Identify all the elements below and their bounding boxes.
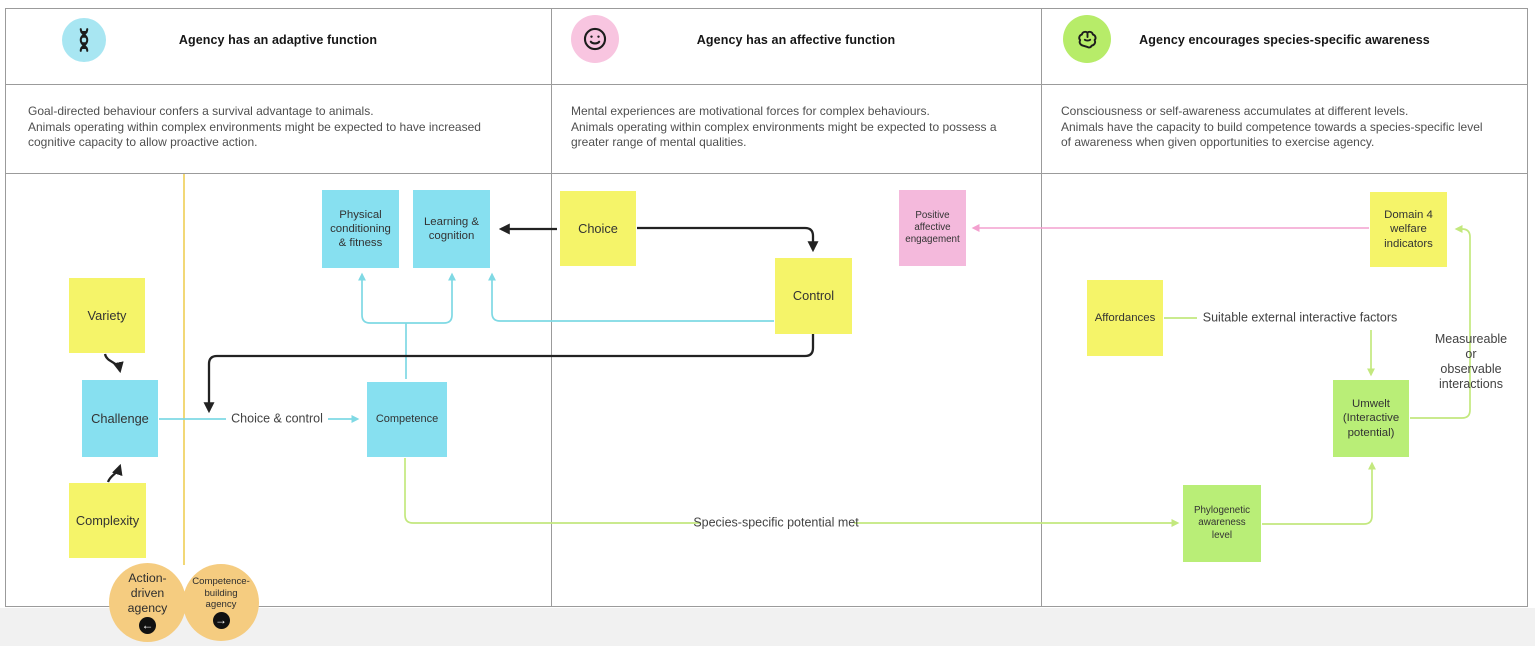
note-affordances[interactable]: Affordances <box>1087 280 1163 356</box>
note-choice[interactable]: Choice <box>560 191 636 266</box>
column-divider-2 <box>1041 8 1042 607</box>
note-competence[interactable]: Competence <box>367 382 447 457</box>
description-row-divider <box>5 173 1528 174</box>
badge-competence-building-label: Competence- building agency <box>192 575 250 611</box>
edge-label-choice-control: Choice & control <box>231 411 323 426</box>
dna-icon <box>62 18 106 62</box>
edge-label-species-specific: Species-specific potential met <box>693 515 859 530</box>
note-control[interactable]: Control <box>775 258 852 334</box>
note-umwelt[interactable]: Umwelt (Interactive potential) <box>1333 380 1409 457</box>
brain-icon <box>1063 15 1111 63</box>
column-title-awareness: Agency encourages species-specific aware… <box>1139 33 1430 47</box>
note-complexity[interactable]: Complexity <box>69 483 146 558</box>
badge-action-driven-label: Action- driven agency <box>127 571 168 615</box>
left-arrow-icon: ← <box>139 617 156 634</box>
edge-label-suitable-external: Suitable external interactive factors <box>1202 310 1398 325</box>
description-adaptive: Goal-directed behaviour confers a surviv… <box>28 104 481 149</box>
edge-label-measureable: Measureable or observable interactions <box>1434 332 1508 391</box>
description-affective: Mental experiences are motivational forc… <box>571 104 997 149</box>
column-title-adaptive: Agency has an adaptive function <box>178 33 378 47</box>
right-arrow-icon: → <box>212 612 230 630</box>
smiley-icon <box>571 15 619 63</box>
note-domain4-welfare[interactable]: Domain 4 welfare indicators <box>1370 192 1447 267</box>
badge-competence-building-agency[interactable]: Competence- building agency → <box>183 564 259 641</box>
note-challenge[interactable]: Challenge <box>82 380 158 457</box>
header-row-divider <box>5 84 1528 85</box>
description-awareness: Consciousness or self-awareness accumula… <box>1061 104 1483 149</box>
note-learning-cognition[interactable]: Learning & cognition <box>413 190 490 268</box>
column-divider-1 <box>551 8 552 607</box>
note-phylogenetic[interactable]: Phylogenetic awareness level <box>1183 485 1261 562</box>
column-title-affective: Agency has an affective function <box>696 33 896 47</box>
badge-action-driven-agency[interactable]: Action- driven agency ← <box>109 563 186 642</box>
note-physical-conditioning[interactable]: Physical conditioning & fitness <box>322 190 399 268</box>
note-variety[interactable]: Variety <box>69 278 145 353</box>
note-positive-affective[interactable]: Positive affective engagement <box>899 190 966 266</box>
